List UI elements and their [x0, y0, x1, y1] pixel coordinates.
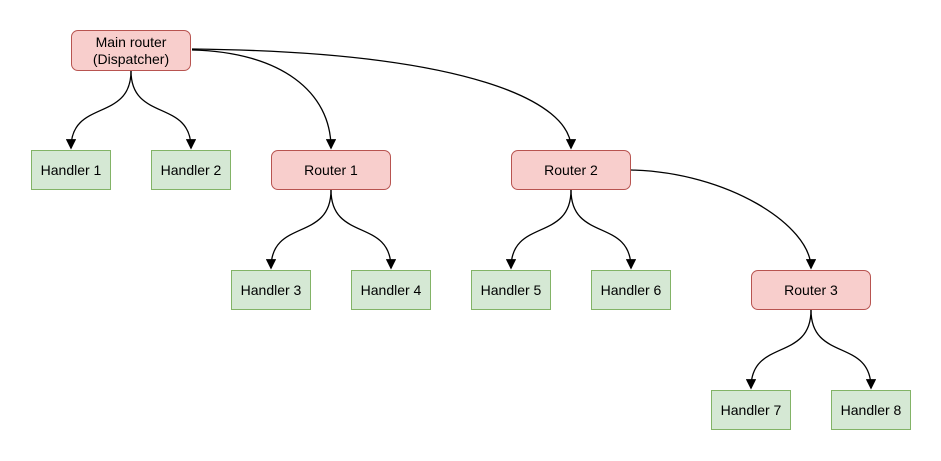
node-handler-3: Handler 3 [231, 270, 311, 310]
node-handler-5: Handler 5 [471, 270, 551, 310]
edge-main-router-to-router-1 [191, 49, 337, 150]
edge-router-1-to-handler-3 [265, 189, 332, 270]
node-router-2-label: Router 2 [544, 161, 598, 178]
node-handler-4-label: Handler 4 [360, 281, 422, 298]
edge-router-3-to-handler-8 [810, 309, 877, 390]
node-router-3: Router 3 [751, 270, 871, 310]
node-handler-7: Handler 7 [711, 390, 791, 430]
node-handler-1-label: Handler 1 [40, 161, 102, 178]
node-handler-2: Handler 2 [151, 150, 231, 190]
edge-router-3-to-handler-7 [745, 309, 812, 390]
node-handler-2-label: Handler 2 [160, 161, 222, 178]
node-handler-7-label: Handler 7 [720, 401, 782, 418]
edge-router-1-to-handler-4 [330, 189, 397, 270]
edge-router-2-to-handler-5 [505, 189, 572, 270]
node-main-router: Main router (Dispatcher) [71, 30, 191, 71]
edge-main-router-to-handler-1 [65, 70, 132, 150]
node-handler-3-label: Handler 3 [240, 281, 302, 298]
node-handler-6-label: Handler 6 [600, 281, 662, 298]
edge-main-router-to-handler-2 [130, 70, 197, 150]
edge-router-2-to-handler-6 [570, 189, 637, 270]
node-router-3-label: Router 3 [784, 281, 838, 298]
edge-main-router-to-router-2 [191, 48, 577, 150]
node-router-2: Router 2 [511, 150, 631, 190]
node-handler-6: Handler 6 [591, 270, 671, 310]
node-main-router-label: Main router (Dispatcher) [92, 33, 170, 67]
edge-router-2-to-router-3 [630, 169, 817, 270]
node-router-1: Router 1 [271, 150, 391, 190]
node-router-1-label: Router 1 [304, 161, 358, 178]
node-handler-4: Handler 4 [351, 270, 431, 310]
node-handler-5-label: Handler 5 [480, 281, 542, 298]
node-handler-8-label: Handler 8 [840, 401, 902, 418]
node-handler-8: Handler 8 [831, 390, 911, 430]
node-handler-1: Handler 1 [31, 150, 111, 190]
